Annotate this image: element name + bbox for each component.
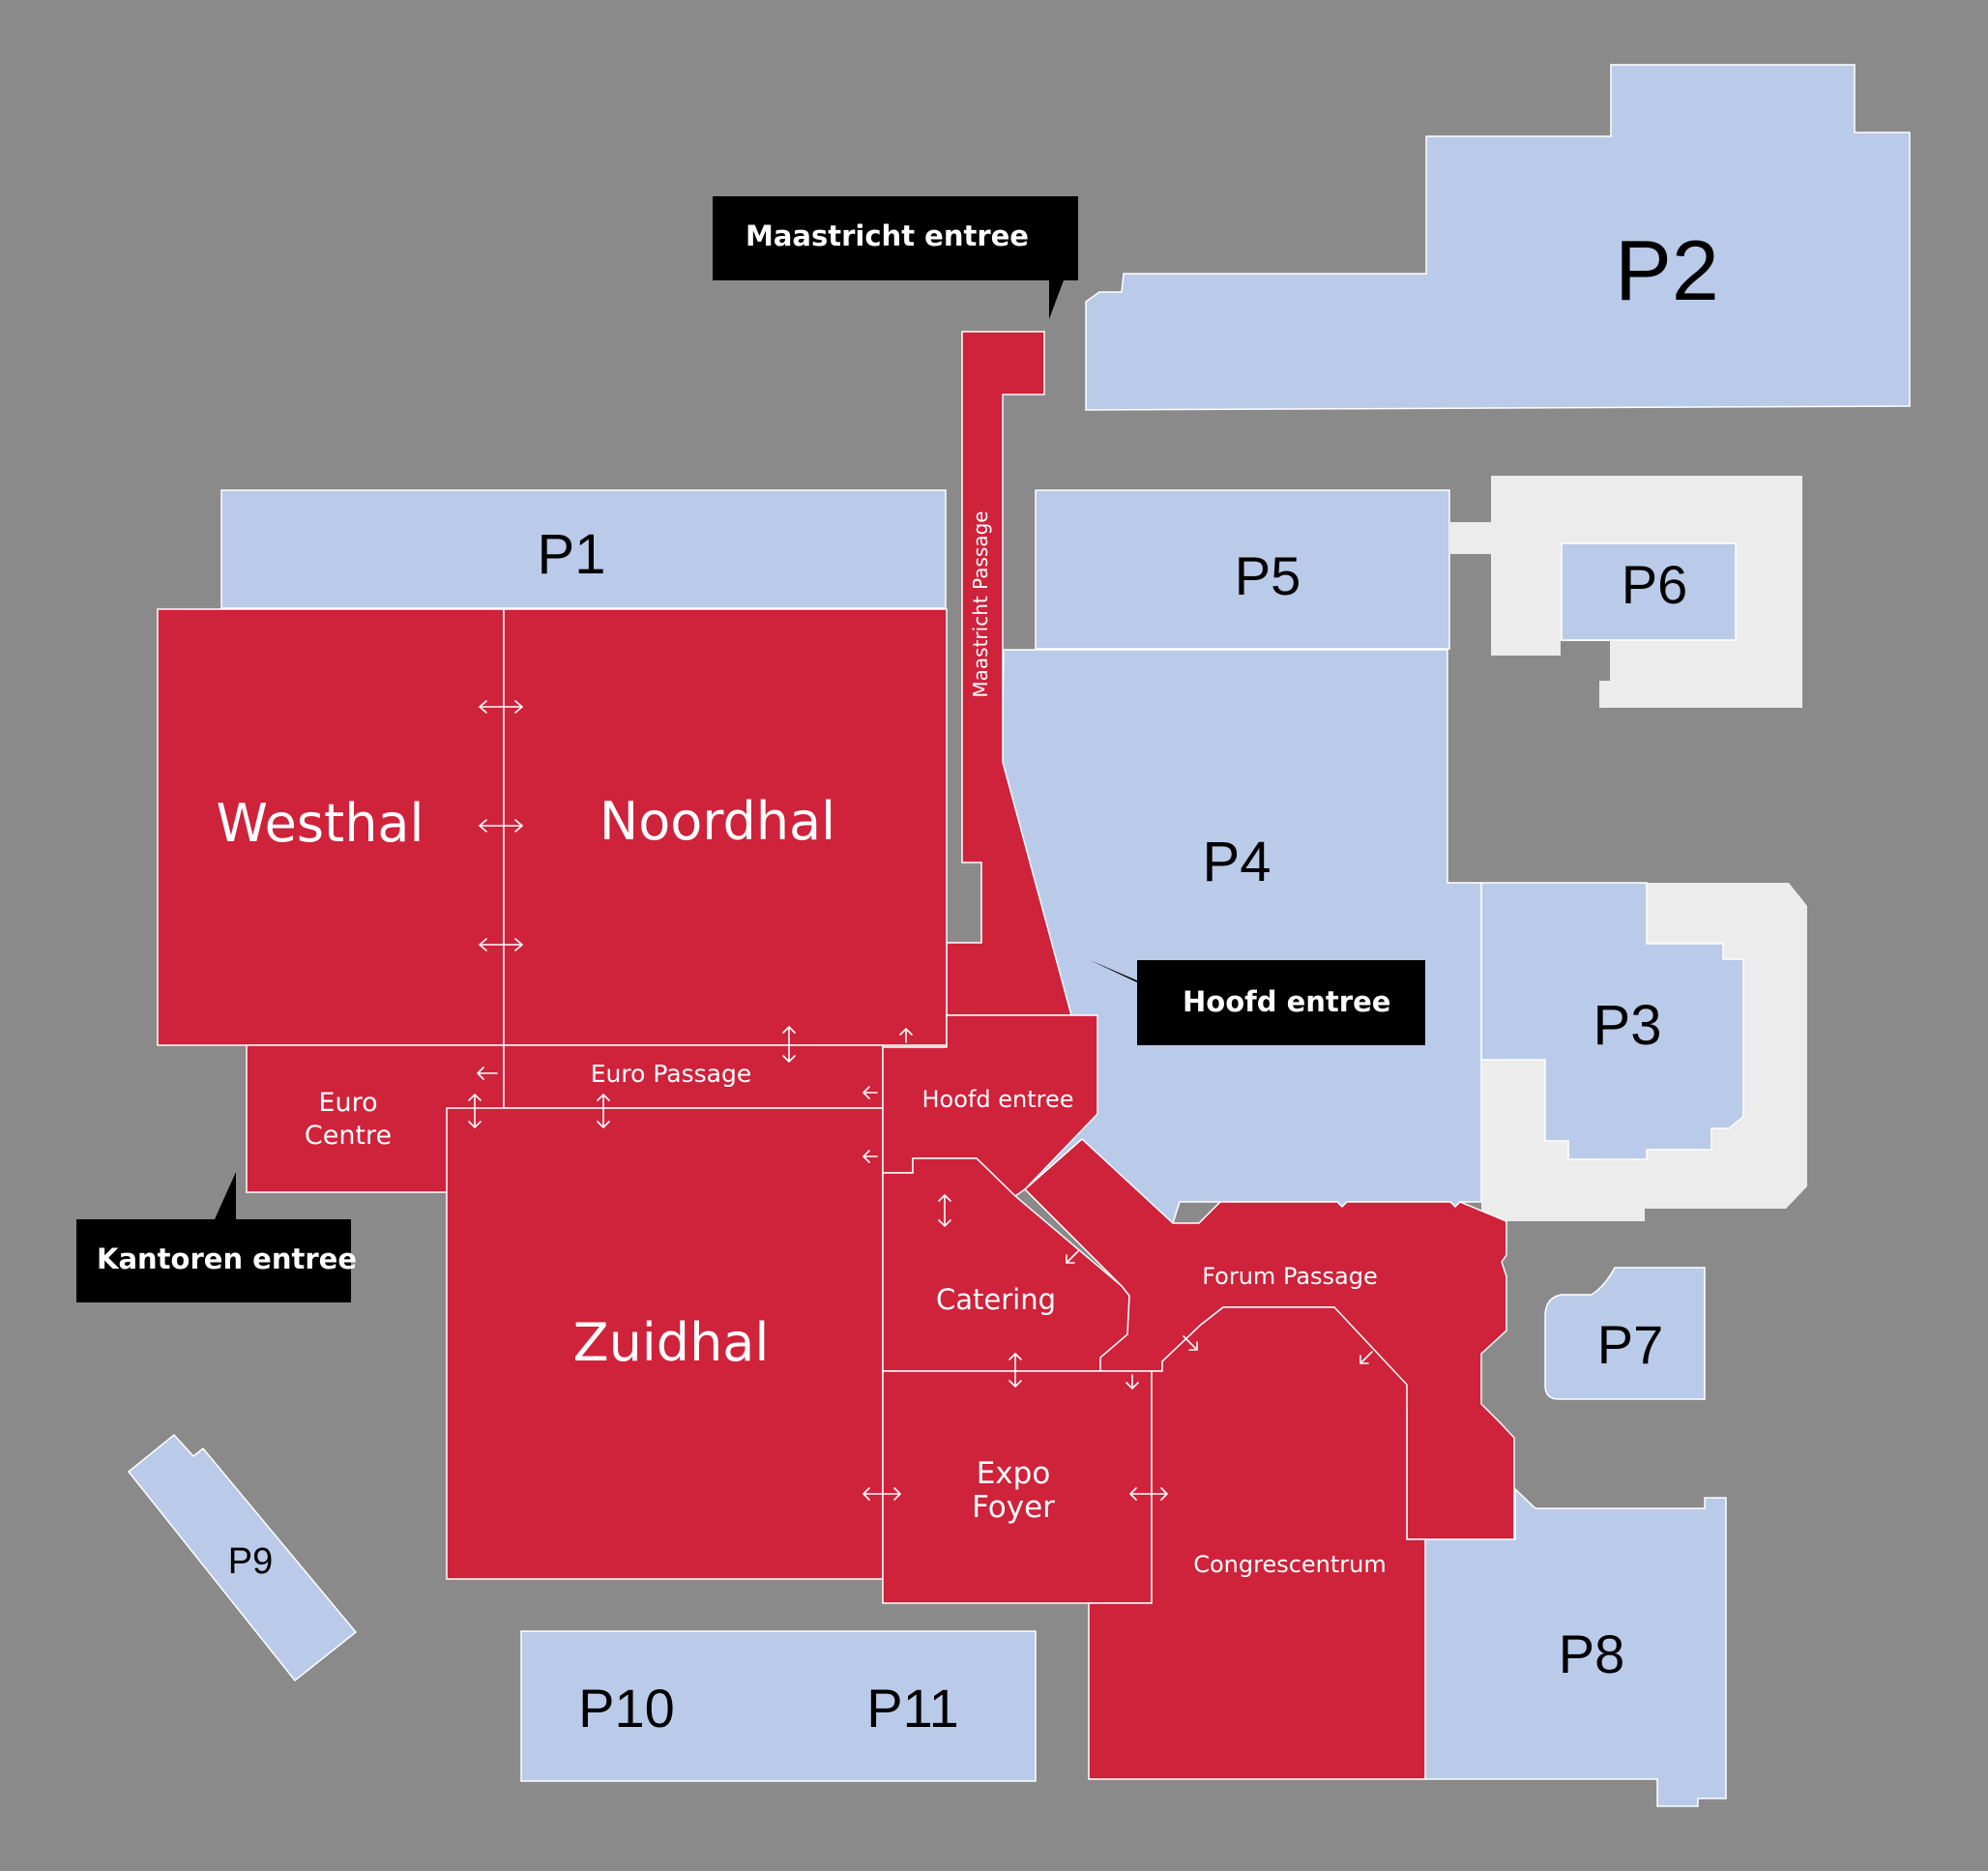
parking-labels: P2 P1 P5 P6 P4 P3 P7 P8 P9 P10 P11 [228,222,1719,1739]
hall-labels: Westhal Noordhal Zuidhal Euro Passage Eu… [216,511,1386,1578]
catering-label: Catering [936,1283,1056,1316]
forum-passage-label: Forum Passage [1202,1263,1378,1290]
parking-p6-area[interactable] [1561,542,1737,641]
parking-areas [127,64,1911,1807]
double-arrow-icon [478,700,524,714]
callout-kantoren-text: Kantoren entree [97,1242,357,1275]
double-arrow-icon [468,1093,482,1129]
parking-p1-area[interactable] [220,489,947,609]
double-arrow-icon [597,1093,610,1129]
congrescentrum-area[interactable] [1088,1306,1426,1780]
double-arrow-icon [478,819,524,833]
entrance-arrow-icon [899,1027,913,1043]
p7-label: P7 [1597,1314,1664,1375]
entrance-arrow-icon [862,1086,878,1099]
euro-passage-label: Euro Passage [591,1060,752,1088]
p10-label: P10 [578,1678,675,1739]
euro-centre-label-1: Euro [318,1088,377,1118]
entrance-arrow-icon [476,1067,498,1080]
zuidhal-area[interactable] [446,1107,884,1580]
p1-label: P1 [538,523,606,586]
double-arrow-icon [1009,1352,1022,1389]
parking-p9-area[interactable] [127,1433,358,1682]
p11-label: P11 [866,1678,958,1739]
p2-label: P2 [1615,222,1719,318]
noordhal-area[interactable] [503,608,948,1046]
callout-maastricht-entree[interactable]: Maastricht entree [713,196,1078,319]
hoofd-entree-label: Hoofd entree [922,1086,1074,1113]
double-arrow-icon [1128,1487,1169,1501]
entrance-arrow-icon [862,1150,878,1163]
hall-areas [157,331,1515,1780]
double-arrow-icon [862,1487,902,1501]
p3-label: P3 [1593,994,1662,1057]
callout-hoofd-entree[interactable]: Hoofd entree [1090,960,1425,1045]
westhal-area[interactable] [157,608,505,1046]
entrance-arrow-icon [1126,1374,1139,1390]
double-arrow-icon [938,1193,951,1228]
passage-arrows [468,700,1373,1501]
callout-hoofd-text: Hoofd entree [1183,985,1390,1018]
zuidhal-label: Zuidhal [573,1312,770,1373]
p9-label: P9 [228,1541,273,1582]
entrance-arrow-icon [1359,1351,1373,1364]
westhal-label: Westhal [216,793,424,854]
congrescentrum-label: Congrescentrum [1193,1551,1387,1578]
p6-label: P6 [1622,554,1688,615]
entrance-arrow-icon [1066,1250,1079,1264]
entrance-arrow-icon [1183,1335,1198,1351]
p5-label: P5 [1235,545,1301,606]
callout-kantoren-entree[interactable]: Kantoren entree [76,1172,357,1302]
noordhal-label: Noordhal [599,791,835,852]
euro-centre-label-2: Centre [305,1121,392,1151]
maastricht-passage-label: Maastricht Passage [969,511,992,697]
expo-foyer-area[interactable] [882,1370,1153,1604]
p4-label: P4 [1203,831,1272,893]
callout-maastricht-text: Maastricht entree [746,219,1029,252]
parking-p2-area[interactable] [1085,64,1911,411]
p8-label: P8 [1559,1623,1625,1684]
expo-foyer-label-2: Foyer [972,1490,1055,1525]
parking-p7-area[interactable] [1544,1267,1706,1400]
parking-p5-area[interactable] [1035,489,1450,650]
euro-passage-area[interactable] [503,1044,884,1109]
expo-foyer-label-1: Expo [977,1456,1051,1491]
parking-p10-p11-area[interactable] [520,1630,1037,1782]
parking-p3-area[interactable] [1480,882,1744,1160]
double-arrow-icon [478,938,524,951]
double-arrow-icon [782,1025,796,1064]
